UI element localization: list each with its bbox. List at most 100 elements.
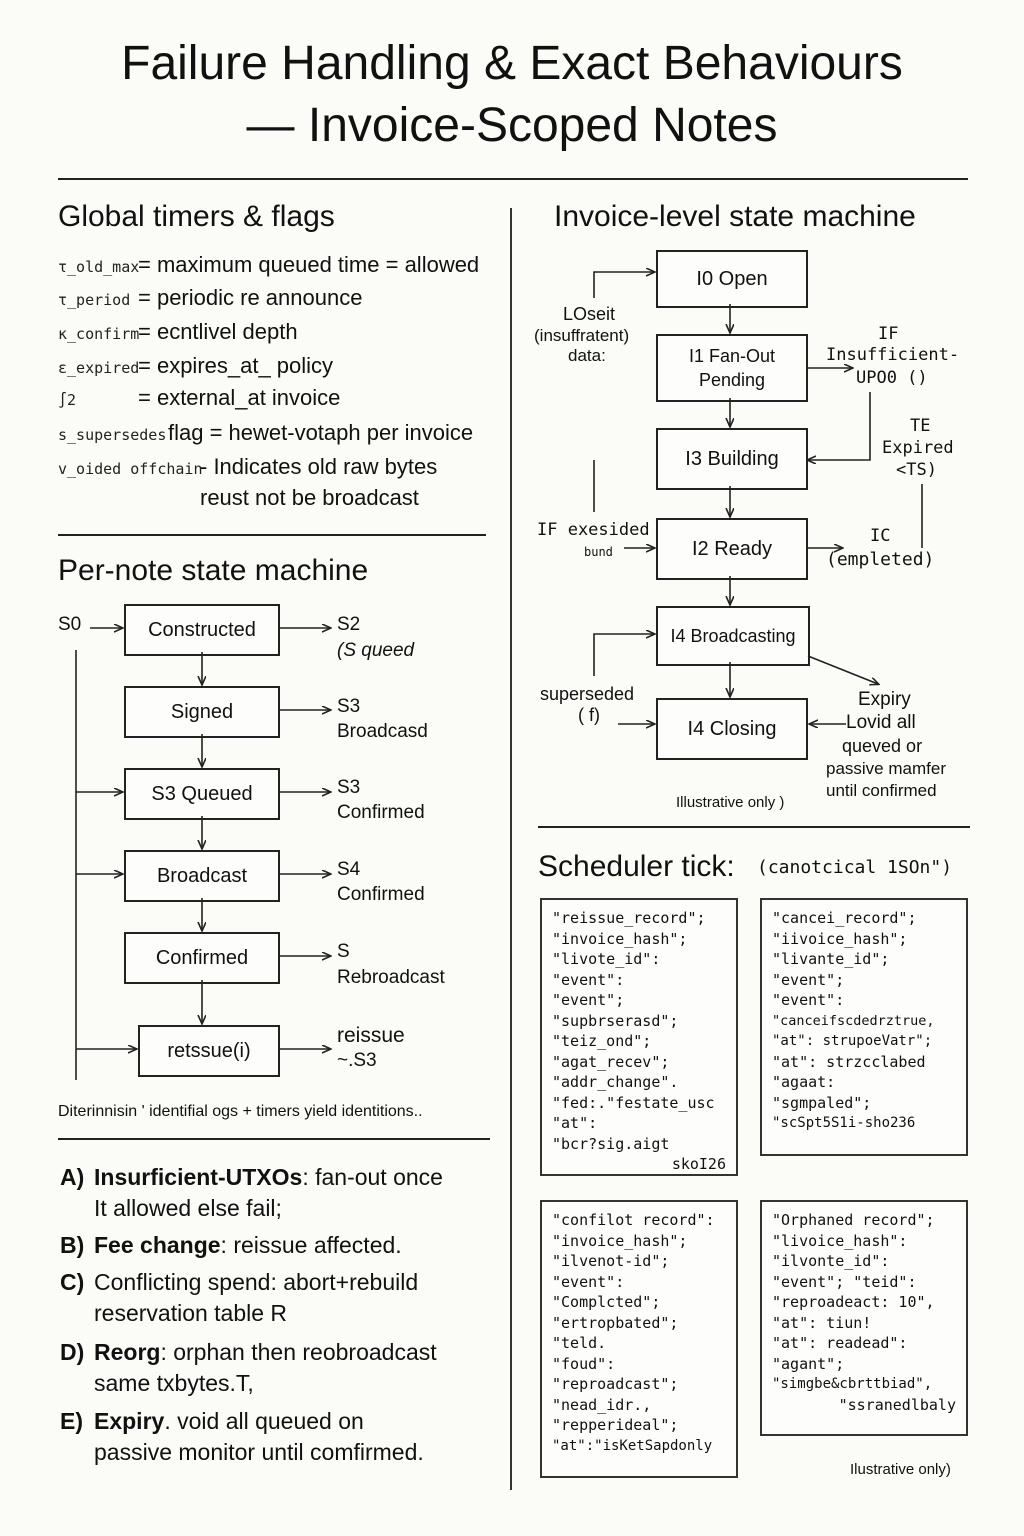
invoice-right-label: Lovid all	[846, 712, 916, 733]
invoice-right-label: UPO0 ()	[856, 368, 928, 388]
json-line: "event":	[552, 970, 625, 989]
json-line: "reissue_record";	[552, 909, 706, 927]
note-text: Conflicting spend: abort+rebuild	[94, 1269, 419, 1295]
json-line: "at": strzcclabed	[772, 1052, 926, 1071]
json-line: "at":	[552, 1114, 598, 1132]
invoice-state-closing: I4 Closing	[656, 698, 808, 760]
invoice-right-label: IC	[870, 526, 891, 546]
page-subtitle: — Invoice-Scoped Notes	[246, 99, 778, 152]
json-line: "livante_id";	[772, 950, 890, 968]
column-divider	[510, 208, 512, 1490]
note-key: B)	[60, 1232, 85, 1258]
note-cont: same txbytes.T,	[94, 1370, 254, 1396]
side-label: reissue	[337, 1024, 405, 1047]
side-label: Confirmed	[337, 802, 425, 823]
json-line: "Orphaned record";	[772, 1211, 935, 1229]
state-queued: S3 Queued	[124, 768, 280, 820]
json-line: "event";	[772, 970, 845, 989]
json-line: "at": tiun!	[772, 1313, 872, 1332]
json-line: "reproadeact: 10",	[772, 1293, 935, 1311]
note-cont: reservation table R	[94, 1300, 288, 1326]
json-line: "simgbe&cbrttbiad",	[772, 1376, 933, 1392]
json-box-conflict: "confilot record": "invoice_hash"; "ilve…	[540, 1200, 738, 1478]
timer-row: τ_old_max= maximum queued time = allowed	[58, 250, 479, 282]
json-line: "canceifscdedrztrue,	[772, 1012, 935, 1029]
timer-text: = ecntlivel depth	[138, 319, 298, 344]
invoice-left-label: ( f)	[578, 705, 600, 725]
json-line: "ilvenot-id";	[552, 1252, 670, 1270]
timer-row: τ_period = periodic re announce	[58, 283, 362, 315]
invoice-right-label: Expiry	[858, 689, 911, 710]
timer-symbol: κ_confirm	[58, 325, 140, 343]
side-label: S	[337, 941, 350, 962]
json-line: skoI26	[671, 1155, 726, 1173]
invoice-left-label: data:	[568, 346, 606, 365]
section-divider	[58, 1138, 490, 1140]
timer-symbol: s_supersedes	[58, 426, 167, 444]
json-box-reissue: "reissue_record"; "invoice_hash"; "livot…	[540, 898, 738, 1176]
json-line: "invoice_hash";	[552, 1231, 688, 1250]
invoice-caption: Illustrative only )	[676, 794, 785, 811]
scheduler-heading: Scheduler tick:	[538, 850, 735, 883]
title-divider	[58, 178, 968, 180]
json-line: "confilot record":	[552, 1211, 715, 1229]
json-line: "cancei_record";	[772, 909, 917, 927]
note-bold: Fee change	[94, 1232, 221, 1258]
invoice-right-label: TE	[910, 416, 931, 436]
note-text: : fan-out once	[302, 1164, 443, 1190]
json-box-orphaned: "Orphaned record"; "livoice_hash": "ilvo…	[760, 1200, 968, 1436]
timer-symbol: τ_old_max	[58, 258, 140, 276]
invoice-heading: Invoice-level state machine	[554, 200, 916, 233]
timer-text: reust not be broadcast	[200, 485, 419, 510]
json-line: "ilvonte_id":	[772, 1252, 890, 1270]
side-label: (S queed	[337, 640, 415, 661]
json-line: "invoice_hash";	[552, 929, 688, 948]
json-line: "supbrserasd";	[552, 1011, 679, 1030]
json-line: "teiz_ond";	[552, 1032, 652, 1050]
timer-row: reust not be broadcast	[58, 483, 419, 513]
entry-state-label: S0	[58, 614, 82, 635]
note-key: C)	[60, 1269, 85, 1295]
invoice-right-label: Insufficient-	[826, 345, 960, 365]
note-text: . void all queued on	[164, 1408, 364, 1434]
timer-text: = maximum queued time = allowed	[138, 252, 480, 277]
json-line: "event":	[772, 991, 845, 1009]
invoice-state-broadcasting: I4 Broadcasting	[656, 606, 810, 666]
json-line: "ssranedlbaly	[838, 1395, 956, 1414]
note-key: A)	[60, 1164, 85, 1190]
invoice-left-label: superseded	[540, 684, 635, 704]
json-box-cancel: "cancei_record"; "iivoice_hash"; "livant…	[760, 898, 968, 1156]
json-line: "livoice_hash":	[772, 1231, 908, 1250]
timer-row: ε_expired= expires_at_ policy	[58, 351, 333, 383]
invoice-left-label: IF exesided	[537, 520, 650, 540]
timer-symbol: ∫2	[58, 391, 77, 409]
json-line: "bcr?sig.aigt	[552, 1134, 670, 1153]
side-label: S3	[337, 696, 361, 717]
invoice-state-ready: I2 Ready	[656, 518, 808, 580]
side-label: Confirmed	[337, 884, 425, 905]
json-line: "sgmpaled";	[772, 1093, 872, 1112]
json-line: "reproadcast";	[552, 1375, 679, 1393]
json-line: "repperideal";	[552, 1416, 679, 1434]
note-c: C) Conflicting spend: abort+rebuild reserv…	[60, 1267, 480, 1329]
json-line: "at": strupoeVatr";	[772, 1033, 933, 1049]
json-line: "scSpt5S1i-sho236	[772, 1115, 916, 1131]
json-line: "at":"isKetSapdonly	[552, 1437, 713, 1454]
invoice-right-label: (empleted)	[826, 549, 935, 570]
note-b: B)Fee change: reissue affected.	[60, 1230, 480, 1261]
note-text: : orphan then reobroadcast	[160, 1339, 437, 1365]
invoice-right-label: Expired	[882, 438, 954, 458]
timer-row: ∫2= external_at invoice	[58, 383, 340, 415]
note-bold: Insurficient-UTXOs	[94, 1164, 303, 1190]
json-line: "Complcted";	[552, 1293, 661, 1311]
invoice-right-label: queved or	[842, 736, 923, 756]
side-label: Rebroadcast	[337, 967, 445, 988]
timer-symbol: τ_period	[58, 291, 131, 309]
json-line: "addr_change".	[552, 1073, 679, 1091]
section-divider	[58, 534, 486, 536]
timer-text: = periodic re announce	[138, 285, 363, 310]
timer-row: s_supersedesflag = hewet-votaph per invo…	[58, 418, 473, 450]
